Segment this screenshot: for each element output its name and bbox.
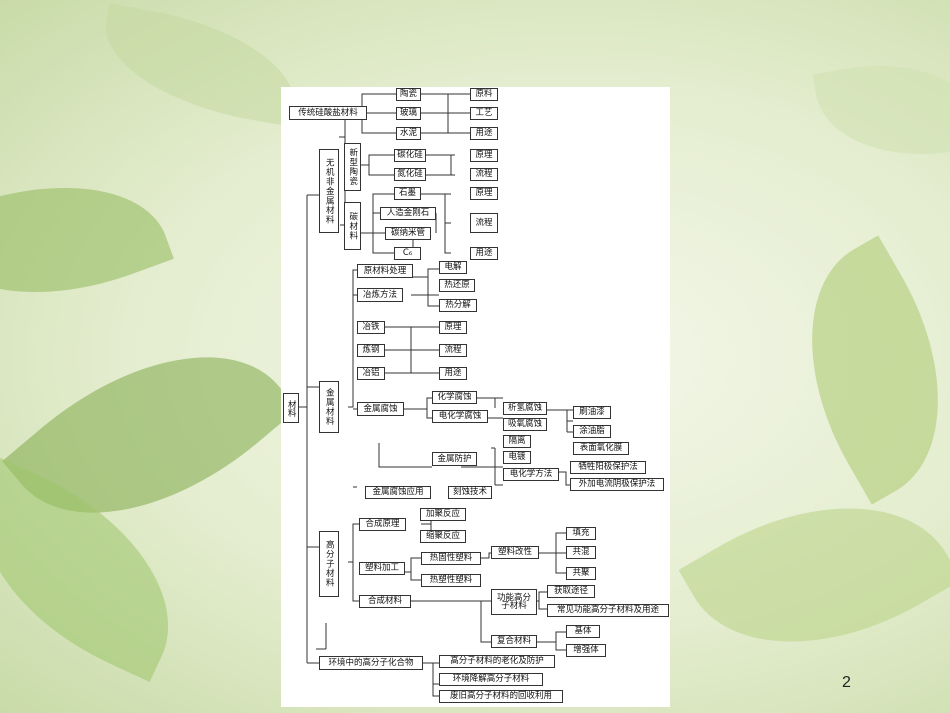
node-principle-3: 原理	[439, 321, 467, 334]
node-recycling: 废旧高分子材料的回收利用	[439, 690, 563, 703]
node-traditional: 传统硅酸盐材料	[289, 106, 367, 120]
node-oxide: 表面氧化膜	[573, 442, 629, 455]
node-new-ceramic: 新型陶瓷	[344, 143, 361, 191]
node-principle-1: 原理	[470, 149, 498, 162]
node-aging: 高分子材料的老化及防护	[439, 655, 555, 668]
node-sac-anode: 牺牲阳极保护法	[570, 461, 646, 474]
node-copoly: 共聚	[566, 567, 596, 580]
node-metal: 金属材料	[319, 381, 339, 433]
node-add-poly: 加聚反应	[420, 508, 466, 521]
node-env: 环境中的高分子化合物	[319, 656, 423, 670]
node-process-2: 流程	[470, 213, 498, 233]
node-thermoplastic: 热塑性塑料	[421, 574, 481, 587]
node-ceramic: 陶瓷	[396, 88, 421, 101]
node-plastic-mod: 塑料改性	[491, 546, 539, 559]
node-c60: C₆	[394, 247, 421, 260]
node-polymer: 高分子材料	[319, 531, 339, 597]
node-composite: 复合材料	[491, 635, 537, 648]
node-paint: 刷油漆	[573, 406, 611, 419]
node-root: 材料	[283, 393, 299, 423]
node-process-1: 流程	[470, 168, 498, 181]
node-isolation: 隔离	[503, 435, 531, 448]
node-sic: 碳化硅	[394, 149, 426, 162]
node-inorganic: 无机非金属材料	[319, 149, 339, 233]
node-o-absorption: 吸氧腐蚀	[503, 418, 547, 431]
node-thermal-red: 热还原	[439, 279, 475, 292]
node-smelting: 冶炼方法	[357, 288, 403, 302]
node-matrix: 基体	[566, 625, 600, 638]
node-si3n4: 氮化硅	[394, 168, 426, 181]
node-steel: 炼钢	[357, 344, 385, 357]
node-glass: 玻璃	[396, 107, 421, 120]
node-cond-poly: 缩聚反应	[420, 530, 466, 543]
node-filling: 填充	[566, 527, 596, 540]
node-use-3: 用途	[439, 367, 467, 380]
node-h-evolution: 析氢腐蚀	[503, 402, 547, 415]
node-corrosion: 金属腐蚀	[357, 402, 404, 416]
node-etching: 刻蚀技术	[448, 486, 492, 499]
concept-map-panel: 材料 无机非金属材料 传统硅酸盐材料 陶瓷 玻璃 水泥 原料 工艺 用途 新型陶…	[281, 87, 670, 707]
node-synth-mat: 合成材料	[359, 595, 411, 608]
node-common-func: 常见功能高分子材料及用途	[547, 604, 669, 617]
node-diamond: 人造金刚石	[380, 207, 436, 220]
node-access: 获取途径	[547, 585, 595, 598]
node-graphite: 石墨	[394, 187, 421, 200]
node-reinforce: 增强体	[566, 644, 606, 657]
node-nanotube: 碳纳米管	[385, 227, 431, 240]
node-raw: 原料	[470, 88, 498, 101]
node-functional: 功能高分子材料	[491, 589, 537, 615]
node-use-1: 用途	[470, 127, 498, 140]
node-aluminum: 冶铝	[357, 367, 385, 380]
node-degradable: 环境降解高分子材料	[439, 673, 543, 686]
node-cement: 水泥	[396, 127, 421, 140]
node-craft: 工艺	[470, 107, 498, 120]
node-use-2: 用途	[470, 247, 498, 260]
node-ore-process: 原材料处理	[357, 264, 413, 278]
node-blending: 共混	[566, 546, 596, 559]
page-number: 2	[842, 674, 851, 691]
node-electrochem-corr: 电化学腐蚀	[432, 410, 488, 423]
node-synthesis: 合成原理	[359, 518, 406, 531]
node-corr-app: 金属腐蚀应用	[365, 486, 431, 499]
node-thermoset: 热固性塑料	[421, 552, 481, 565]
node-iron: 冶铁	[357, 321, 385, 334]
node-thermal-dec: 热分解	[439, 299, 477, 312]
node-carbon: 碳材料	[344, 202, 361, 250]
node-imp-current: 外加电流阴极保护法	[570, 478, 664, 491]
node-principle-2: 原理	[470, 187, 498, 200]
node-plating: 电镀	[503, 451, 531, 464]
node-plastic-proc: 塑料加工	[359, 562, 405, 575]
node-protection: 金属防护	[432, 452, 477, 466]
node-chem-corr: 化学腐蚀	[432, 391, 477, 404]
node-electrochem-method: 电化学方法	[503, 468, 559, 481]
node-grease: 涂油脂	[573, 425, 611, 438]
node-electrolysis: 电解	[439, 261, 467, 274]
node-process-3: 流程	[439, 344, 467, 357]
connector-lines	[299, 93, 573, 697]
